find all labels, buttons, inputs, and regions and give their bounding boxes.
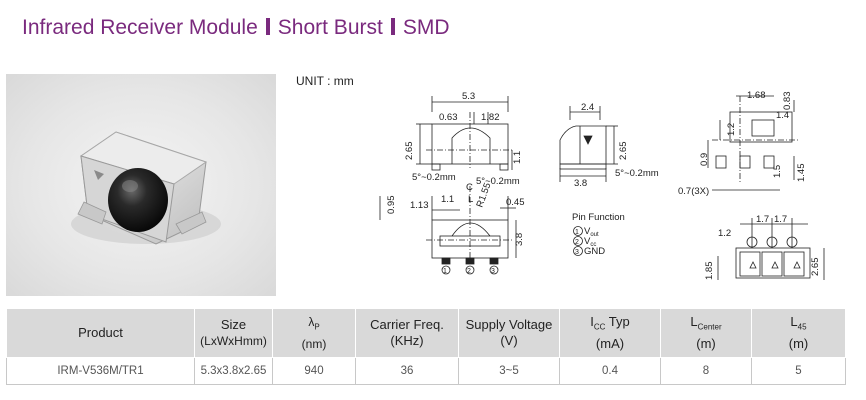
title-separator xyxy=(390,18,395,35)
dim-label: 1.82 xyxy=(481,112,500,123)
col-header-carrier-freq: Carrier Freq.(KHz) xyxy=(355,308,459,358)
dim-label: 1.2 xyxy=(718,228,731,239)
dim-label: 2.4 xyxy=(581,102,594,113)
pin-function-1: Vout xyxy=(584,226,599,238)
specification-table: Product Size(LxWxHmm) λP(nm) Carrier Fre… xyxy=(6,308,846,385)
dimension-drawings: 5.3 0.63 1.82 2.65 1.1 5°~0.2mm 5°~0.2mm… xyxy=(379,90,825,281)
col-header-l45: L45(m) xyxy=(751,308,846,358)
dim-label: 0.83 xyxy=(782,92,793,111)
pin-number: 1 xyxy=(443,268,447,275)
table-row: IRM-V536M/TR1 5.3x3.8x2.65 940 36 3~5 0.… xyxy=(6,357,846,385)
pin-number: 2 xyxy=(575,239,579,246)
col-header-icc: ICC Typ(mA) xyxy=(559,308,661,358)
pin-function-2: Vcc xyxy=(584,236,596,248)
cell-carrier-freq: 36 xyxy=(355,357,459,385)
dim-label: 5°~0.2mm xyxy=(412,172,456,183)
dim-label: 2.65 xyxy=(404,142,415,161)
dim-label: 0.95 xyxy=(386,196,397,215)
col-header-l-center: LCenter(m) xyxy=(660,308,752,358)
dim-label: 1.5 xyxy=(772,165,783,178)
table-header-row: Product Size(LxWxHmm) λP(nm) Carrier Fre… xyxy=(6,308,846,358)
cell-product: IRM-V536M/TR1 xyxy=(6,357,195,385)
dim-label: 1.68 xyxy=(747,90,766,101)
dim-label: 1.2 xyxy=(726,123,737,136)
cell-l45: 5 xyxy=(751,357,846,385)
dim-label: 0.9 xyxy=(699,153,710,166)
dim-label: 5°~0.2mm xyxy=(615,168,659,179)
product-photo xyxy=(6,74,276,296)
dim-label: 1.4 xyxy=(776,110,789,121)
dim-label: 5°~0.2mm xyxy=(476,176,520,187)
top-view-drawing xyxy=(379,186,517,265)
dim-label: C xyxy=(466,182,473,193)
pin-number: 3 xyxy=(491,268,495,275)
col-header-supply-voltage: Supply Voltage(V) xyxy=(458,308,560,358)
dim-label: 1.7 xyxy=(756,214,769,225)
dim-label: 0.45 xyxy=(506,197,525,208)
dim-label: 2.65 xyxy=(810,258,821,277)
cell-size: 5.3x3.8x2.65 xyxy=(194,357,273,385)
pin-number: 1 xyxy=(575,229,579,236)
dim-label: 3.8 xyxy=(574,178,587,189)
dim-label: 3.8 xyxy=(514,233,525,246)
col-header-product: Product xyxy=(6,308,195,358)
pad-layout-drawing xyxy=(717,218,825,280)
dim-label: 5.3 xyxy=(462,91,475,102)
pin-function-title: Pin Function xyxy=(572,212,625,223)
title-part-2: Short Burst xyxy=(277,16,383,39)
title-part-1: Infrared Receiver Module xyxy=(22,16,258,39)
page-title: Infrared Receiver Module Short Burst SMD xyxy=(22,16,450,40)
dim-label: 1.45 xyxy=(796,164,807,183)
dim-label: 1.1 xyxy=(441,194,454,205)
pin-number: 3 xyxy=(575,249,579,256)
front-view-drawing xyxy=(416,96,514,171)
cell-icc: 0.4 xyxy=(559,357,661,385)
unit-label: UNIT : mm xyxy=(296,74,354,88)
dim-label: 1.85 xyxy=(704,262,715,281)
dim-label: 1.13 xyxy=(410,200,429,211)
title-separator xyxy=(265,18,270,35)
ir-receiver-module-image xyxy=(71,131,221,245)
cell-supply-voltage: 3~5 xyxy=(458,357,560,385)
cell-l-center: 8 xyxy=(660,357,752,385)
cell-wavelength: 940 xyxy=(272,357,356,385)
dim-label: L xyxy=(468,194,473,205)
side-view-drawing xyxy=(559,106,618,182)
pin-number: 2 xyxy=(467,268,471,275)
dim-label: 1.1 xyxy=(512,151,523,164)
col-header-wavelength: λP(nm) xyxy=(272,308,356,358)
dim-label: 2.65 xyxy=(618,142,629,161)
dim-label: 0.7(3X) xyxy=(678,186,709,197)
dim-label: 0.63 xyxy=(439,112,458,123)
pin-function-3: GND xyxy=(584,246,605,257)
footprint-drawing xyxy=(707,95,800,191)
col-header-size: Size(LxWxHmm) xyxy=(194,308,273,358)
title-part-3: SMD xyxy=(402,16,450,39)
dim-label: 1.7 xyxy=(774,214,787,225)
